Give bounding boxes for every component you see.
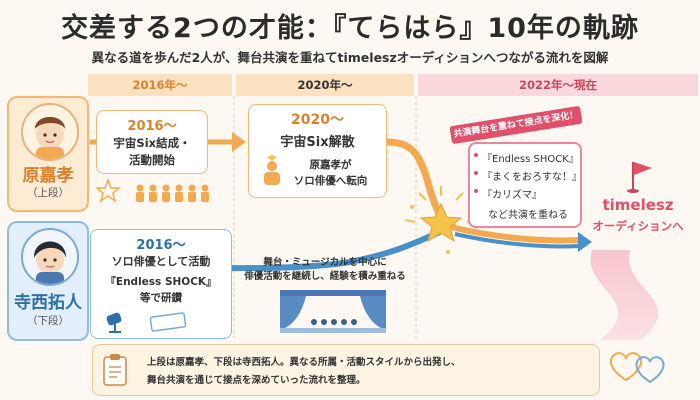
person-position: （下段） (27, 315, 69, 327)
page-title: 交差する2つの才能：『てらはら』10年の軌跡 (61, 13, 639, 44)
stage-footer: など共演を重ねる (488, 210, 568, 221)
card-line: 宇宙Six解散 (280, 135, 355, 150)
note-line: 上段は原嘉孝、下段は寺西拓人。異なる所属・活動スタイルから出発し、 (147, 357, 461, 368)
period-2020: 2020年〜 (236, 74, 414, 96)
stages-card: 『Endless SHOCK』 『まくをおろすな！』 『カリズマ』 など共演を重… (468, 142, 582, 228)
arrow-head (578, 232, 592, 252)
bullet-dot (474, 153, 478, 157)
card-2020-top: 2020〜 宇宙Six解散 原嘉孝が ソロ俳優へ転向 (248, 104, 387, 198)
road-shape (590, 250, 659, 340)
note-line: 舞台共演を通じて接点を深めていった流れを整理。 (147, 375, 366, 386)
hearts-icon (609, 352, 665, 384)
period-2016: 2016年〜 (88, 74, 232, 96)
person-name: 寺西拓人 (14, 293, 82, 313)
path-text: 俳優活動を継続し、経験を積み重ねる (244, 271, 406, 282)
person-card-bottom: 寺西拓人 （下段） (7, 221, 89, 341)
arrow-head (232, 132, 246, 152)
card-line: ソロ俳優へ転向 (293, 175, 368, 187)
card-line: 『Endless SHOCK』 (105, 276, 217, 288)
bullet-dot (474, 189, 478, 193)
avatar (21, 228, 79, 286)
period-2022: 2022年〜現在 (418, 74, 698, 96)
merged-flow (454, 232, 581, 249)
group-icon (96, 178, 209, 203)
bullet-dot (474, 171, 478, 175)
goal-text: オーディションへ (592, 219, 684, 233)
card-line: 活動開始 (129, 153, 175, 167)
path-text: 舞台・ミュージカルを中心に (263, 257, 387, 268)
theater-icon (280, 290, 386, 333)
stage-item: 『まくをおろすな！』 (482, 172, 582, 183)
spotlight-icon (106, 312, 122, 333)
stage-item: 『Endless SHOCK』 (482, 154, 579, 165)
ticket-icon (149, 312, 187, 332)
goal-text: timelesz (602, 196, 674, 214)
flag-icon (627, 162, 652, 193)
person-name: 原嘉孝 (22, 166, 74, 186)
page-subtitle: 異なる道を歩んだ2人が、舞台共演を重ねてtimeleszオーディションへつながる… (91, 50, 609, 65)
clipboard-icon (103, 354, 127, 386)
card-year: 2016〜 (127, 119, 177, 134)
card-2016-top: 2016〜 宇宙Six結成・ 活動開始 (96, 110, 208, 174)
card-2016-bottom: 2016〜 ソロ俳優として活動 『Endless SHOCK』 等で研鑽 (90, 229, 232, 339)
card-line: 宇宙Six結成・ (113, 136, 191, 150)
card-year: 2020〜 (291, 112, 344, 128)
card-year: 2016〜 (136, 238, 186, 253)
person-icon (264, 155, 280, 185)
card-line: 等で研鑽 (140, 292, 182, 304)
merged-flow (454, 225, 581, 244)
person-card-top: 原嘉孝 （上段） (7, 96, 89, 212)
note-box: 上段は原嘉孝、下段は寺西拓人。異なる所属・活動スタイルから出発し、 舞台共演を通… (92, 344, 600, 396)
avatar (21, 103, 79, 161)
card-line: 原嘉孝が (309, 159, 352, 171)
stage-item: 『カリズマ』 (482, 190, 542, 201)
card-line: ソロ俳優として活動 (111, 255, 211, 268)
person-position: （上段） (27, 187, 69, 199)
